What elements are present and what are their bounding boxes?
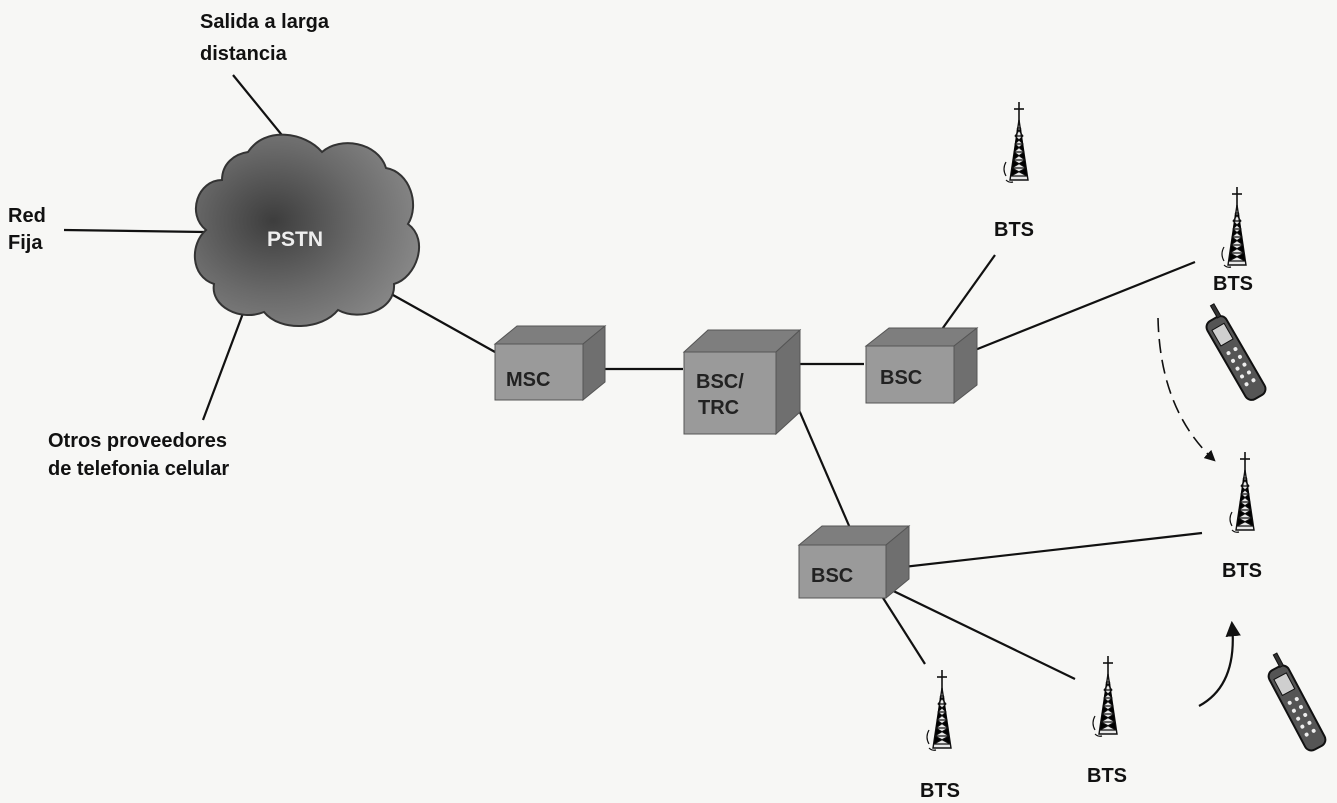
bts-bottom-left: BTS — [920, 669, 960, 802]
link-redfija-pstn — [63, 228, 206, 234]
bsc-trc-node: BSC/ TRC — [682, 328, 802, 436]
link-bscupper-bts-rightupper — [974, 260, 1196, 352]
bsc-trc-label-line2: TRC — [698, 397, 739, 419]
bsc-trc-label: BSC/ TRC — [696, 371, 749, 419]
link-bscupper-bts-top — [939, 254, 996, 333]
bsc-lower-label: BSC — [811, 565, 853, 587]
mobile-phone-icon — [1259, 650, 1329, 754]
fixed-network-label: Red Fija — [8, 205, 51, 254]
curved-arrow-icon — [1157, 317, 1216, 462]
bsc-trc-label-line1: BSC/ — [696, 371, 744, 393]
link-longdistance-pstn — [232, 74, 291, 146]
antenna-tower-icon — [1221, 186, 1247, 269]
cloud-icon — [193, 133, 420, 327]
antenna-tower-icon — [1092, 655, 1118, 738]
pstn-cloud: PSTN — [193, 133, 420, 327]
link-bsclower-bts-bottomleft — [877, 589, 926, 665]
bts-right-upper-label: BTS — [1213, 273, 1253, 295]
bts-bottom-right-label: BTS — [1087, 765, 1127, 787]
antenna-tower-icon — [926, 669, 952, 752]
bts-bottom-right: BTS — [1087, 655, 1127, 787]
fixed-network-label-line2: Fija — [8, 232, 43, 254]
msc-node: MSC — [493, 324, 607, 402]
link-bsclower-bts-rightmiddle — [885, 531, 1203, 571]
long-distance-label-line1: Salida a larga — [200, 11, 330, 33]
other-providers-label-line1: Otros proveedores — [48, 430, 227, 452]
mobile-phone-icon — [1196, 301, 1270, 404]
bts-top-label: BTS — [994, 219, 1034, 241]
bts-bottom-left-label: BTS — [920, 780, 960, 802]
long-distance-label: Salida a larga distancia — [200, 11, 335, 65]
link-bsclower-bts-bottomright — [880, 584, 1076, 680]
pstn-label: PSTN — [267, 228, 323, 251]
antenna-tower-icon — [1229, 451, 1255, 534]
link-pstn-msc — [392, 294, 496, 353]
msc-label: MSC — [506, 369, 550, 391]
bsc-lower-node: BSC — [797, 524, 911, 600]
long-distance-label-line2: distancia — [200, 43, 288, 65]
other-providers-label-line2: de telefonia celular — [48, 458, 229, 480]
bsc-upper-node: BSC — [864, 326, 979, 405]
bts-top: BTS — [994, 101, 1034, 241]
bts-right-upper: BTS — [1213, 186, 1253, 295]
curved-arrow-icon — [1198, 620, 1241, 707]
bts-right-middle-label: BTS — [1222, 560, 1262, 582]
link-otros-pstn — [201, 299, 250, 421]
bts-right-middle: BTS — [1222, 451, 1262, 582]
bsc-upper-label: BSC — [880, 367, 922, 389]
other-providers-label: Otros proveedores de telefonia celular — [48, 430, 233, 480]
antenna-tower-icon — [1003, 101, 1029, 184]
fixed-network-label-line1: Red — [8, 205, 46, 227]
